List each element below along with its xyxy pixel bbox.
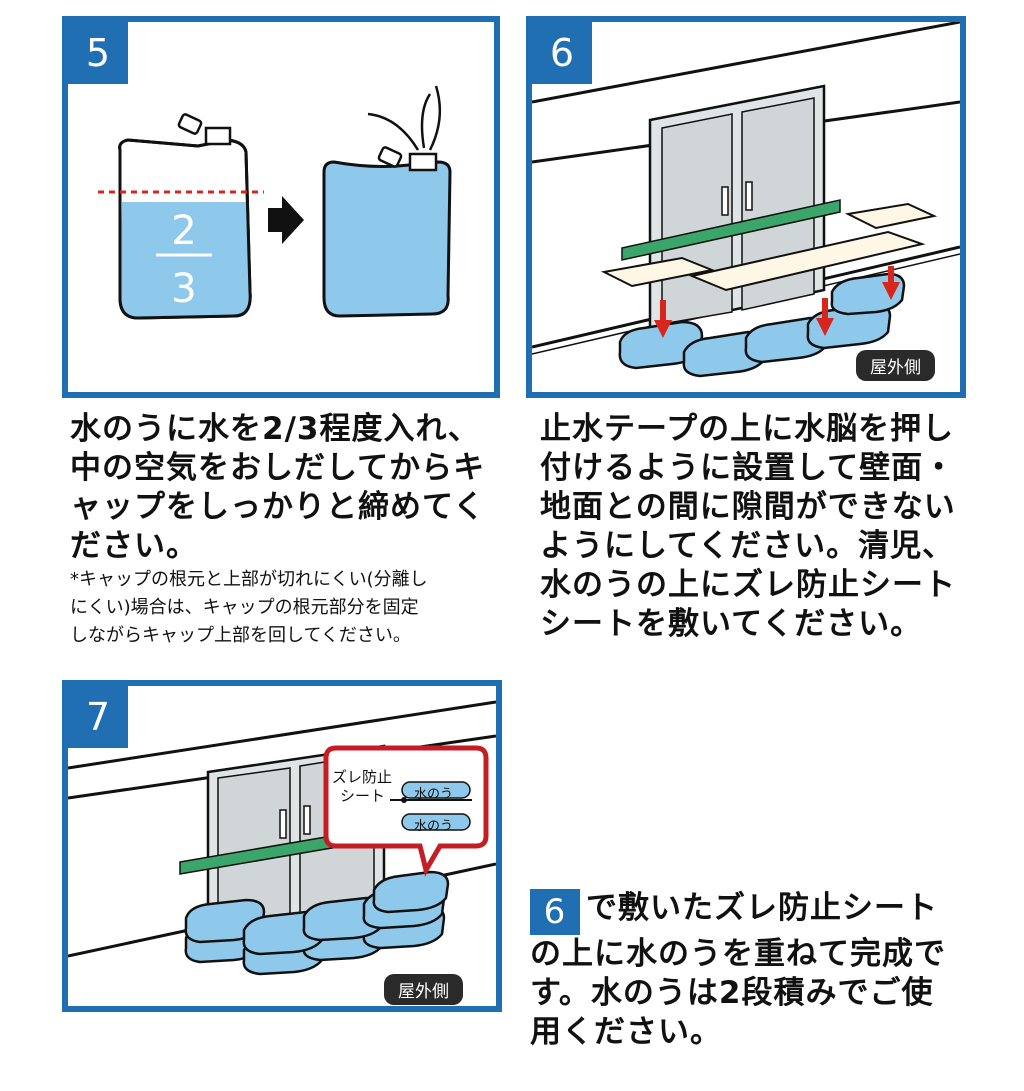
callout-box — [323, 745, 489, 877]
glass-door — [648, 84, 826, 330]
step-6-panel: 6 屋外側 — [526, 16, 966, 398]
bag-full — [322, 85, 452, 318]
water-bags — [618, 272, 906, 378]
arrow-right-icon — [268, 196, 304, 244]
step-7-illustration — [68, 700, 496, 976]
step-6-reference-number: 6 — [530, 889, 580, 935]
step-5-illustration: 2 3 — [98, 85, 452, 320]
step-5-instructions: 水のうに水を2/3程度入れ、 中の空気をおしだしてからキ ャップをしっかりと締め… — [70, 411, 486, 564]
step-7-number: 7 — [68, 686, 128, 748]
outdoor-side-badge: 屋外側 — [384, 974, 463, 1005]
step-5-note: *キャップの根元と上部が切れにくい(分離し にくい)場合は、キャップの根元部分を… — [70, 569, 428, 646]
step-6-number: 6 — [532, 22, 592, 84]
place-arrows — [654, 266, 900, 338]
step-7-text-rest: の上に水のうを重ねて完成で す。水のうは2段積みでご使 用ください。 — [530, 936, 946, 1050]
fraction-denominator: 3 — [171, 266, 196, 312]
step-6-illustration — [532, 22, 960, 378]
waterproof-tape — [621, 199, 841, 261]
callout-sheet-label-1: ズレ防止 — [332, 768, 393, 786]
callout-sheet-label-2: シート — [340, 787, 386, 805]
step-5-panel: 5 2 3 — [62, 16, 500, 398]
step-6-instructions: 止水テープの上に水脳を押し 付けるように設置して壁面・ 地面との間に隙間ができな… — [540, 411, 956, 642]
callout-bag-bottom-label: 水のう — [414, 819, 454, 834]
step-7-panel: ズレ防止 シート 水のう 水のう 7 屋外側 — [62, 680, 502, 1012]
step-5-number: 5 — [68, 22, 128, 84]
callout-bag-top-label: 水のう — [414, 787, 454, 802]
outdoor-side-badge: 屋外側 — [856, 350, 935, 381]
stacked-water-bags — [184, 870, 450, 976]
fraction-numerator: 2 — [171, 208, 196, 254]
step-7-text-first-line: で敷いたズレ防止シート — [586, 890, 938, 926]
bag-two-thirds — [118, 113, 252, 320]
